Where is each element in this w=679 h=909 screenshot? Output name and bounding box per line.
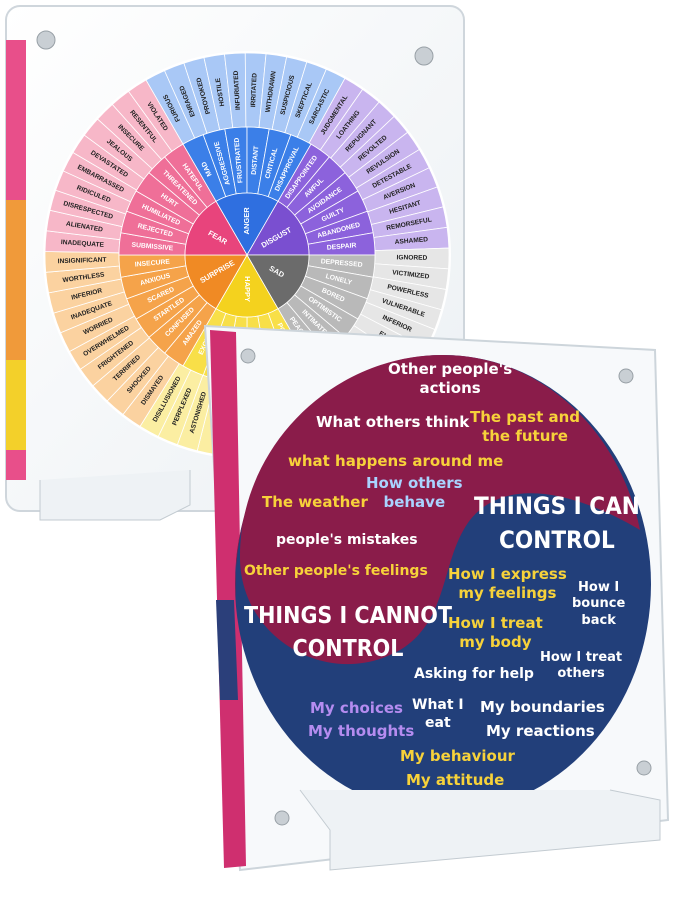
cannot-item: Other people's feelings: [244, 563, 428, 579]
wheel-middle-label: SUBMISSIVE: [131, 242, 174, 253]
can-item: My boundaries: [480, 698, 605, 716]
screw-icon: [636, 760, 652, 776]
front-panel: [203, 324, 670, 872]
wheel-segment: [246, 200, 310, 256]
wheel-middle-label: DESPAIR: [327, 242, 357, 252]
screw-icon: [618, 368, 634, 384]
can-item: My behaviour: [400, 747, 515, 765]
wheel-middle-label: FRUSTRATED: [234, 137, 245, 183]
wheel-outer-label: VICTIMIZED: [392, 269, 430, 280]
can-item: My attitude: [406, 771, 505, 789]
wheel-outer-label: INFURIATED: [233, 70, 242, 110]
wheel-segment: [184, 200, 248, 256]
can-item: My thoughts: [308, 722, 415, 740]
wheel-outer-label: IRRITATED: [250, 73, 258, 108]
wheel-segment: [215, 254, 279, 318]
wheel-middle-label: DISTANT: [251, 145, 261, 175]
screw-icon: [414, 46, 434, 66]
can-item: My reactions: [486, 722, 595, 740]
cannot-item: What others think: [316, 413, 470, 431]
wheel-core-label: ANGER: [242, 207, 251, 235]
screw-icon: [240, 348, 256, 364]
screw-icon: [274, 810, 290, 826]
wheel-middle-label: DEPRESSED: [320, 258, 362, 269]
cannot-item: what happens around me: [288, 452, 504, 470]
wheel-outer-label: HOSTILE: [215, 77, 227, 107]
wheel-outer-label: IGNORED: [397, 254, 428, 262]
wheel-segment: [184, 254, 248, 310]
cannot-region: [239, 355, 640, 665]
can-item: Asking for help: [414, 666, 534, 682]
wheel-outer-label: ASHAMED: [395, 236, 429, 246]
wheel-outer-label: INADEQUATE: [61, 239, 105, 249]
cannot-item: The weather: [262, 493, 368, 511]
cannot-item: people's mistakes: [276, 532, 418, 548]
can-item: My choices: [310, 699, 403, 717]
wheel-outer-label: INSIGNIFICANT: [58, 257, 107, 266]
screw-icon: [36, 30, 56, 50]
wheel-segment: [215, 192, 279, 256]
wheel-core-label: HAPPY: [243, 276, 252, 302]
wheel-middle-label: INSECURE: [135, 259, 171, 269]
wheel-segment: [246, 254, 310, 310]
